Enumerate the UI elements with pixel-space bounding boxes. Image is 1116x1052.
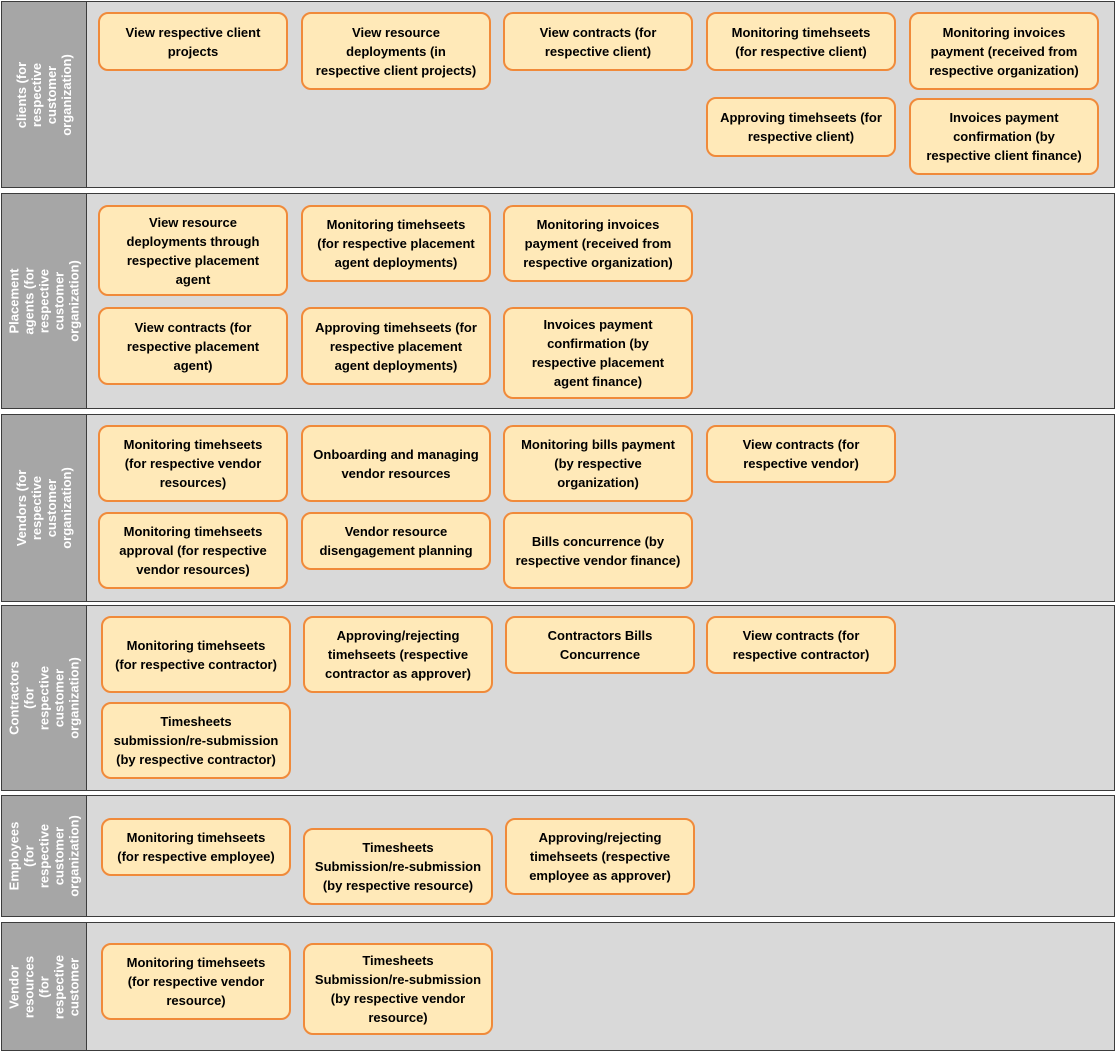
process-box: Monitoring timehseets (for respective ve…	[98, 425, 288, 502]
process-box: View resource deployments through respec…	[98, 205, 288, 296]
process-box: Monitoring timehseets (for respective ve…	[101, 943, 291, 1020]
process-box: Approving timehseets (for respective pla…	[301, 307, 491, 385]
swimlane-placement-agents: Placement agents (for respective custome…	[1, 193, 1115, 409]
process-box: View contracts (for respective vendor)	[706, 425, 896, 483]
process-box: Onboarding and managing vendor resources	[301, 425, 491, 502]
process-box: Timesheets Submission/re-submission (by …	[303, 828, 493, 905]
swimlane-employees: Employees (for respective customer organ…	[1, 795, 1115, 917]
process-box: Contractors Bills Concurrence	[505, 616, 695, 674]
lane-header: Employees (for respective customer organ…	[2, 796, 87, 916]
lane-title: Vendor resources (for respective custome…	[6, 954, 82, 1019]
process-box: Monitoring timehseets (for respective co…	[101, 616, 291, 693]
process-box: Approving/rejecting timehseets (respecti…	[303, 616, 493, 693]
process-box: Approving timehseets (for respective cli…	[706, 97, 896, 157]
process-box: Timesheets Submission/re-submission (by …	[303, 943, 493, 1035]
lane-header: Vendor resources (for respective custome…	[2, 923, 87, 1050]
lane-title: Contractors (for respective customer org…	[6, 657, 82, 739]
process-box: Monitoring timehseets approval (for resp…	[98, 512, 288, 589]
process-box: View contracts (for respective placement…	[98, 307, 288, 385]
swimlane-clients: clients (for respective customer organiz…	[1, 1, 1115, 188]
process-box: Monitoring bills payment (by respective …	[503, 425, 693, 502]
lane-title: Employees (for respective customer organ…	[6, 815, 82, 897]
lane-header: Vendors (for respective customer organiz…	[2, 415, 87, 601]
process-box: Vendor resource disengagement planning	[301, 512, 491, 570]
process-box: Timesheets submission/re-submission (by …	[101, 702, 291, 779]
process-box: Bills concurrence (by respective vendor …	[503, 512, 693, 589]
process-box: View resource deployments (in respective…	[301, 12, 491, 90]
process-box: Approving/rejecting timehseets (respecti…	[505, 818, 695, 895]
process-box: Monitoring timehseets (for respective cl…	[706, 12, 896, 71]
process-box: Invoices payment confirmation (by respec…	[909, 98, 1099, 175]
process-box: Monitoring invoices payment (received fr…	[909, 12, 1099, 90]
process-box: View contracts (for respective client)	[503, 12, 693, 71]
process-box: Monitoring invoices payment (received fr…	[503, 205, 693, 282]
swimlane-vendor-resources: Vendor resources (for respective custome…	[1, 922, 1115, 1051]
process-box: Monitoring timehseets (for respective pl…	[301, 205, 491, 282]
swimlane-vendors: Vendors (for respective customer organiz…	[1, 414, 1115, 602]
process-box: Monitoring timehseets (for respective em…	[101, 818, 291, 876]
process-box: Invoices payment confirmation (by respec…	[503, 307, 693, 399]
lane-title: Placement agents (for respective custome…	[6, 260, 82, 342]
lane-header: clients (for respective customer organiz…	[2, 2, 87, 187]
lane-title: clients (for respective customer organiz…	[14, 53, 74, 136]
process-box: View contracts (for respective contracto…	[706, 616, 896, 674]
lane-header: Placement agents (for respective custome…	[2, 194, 87, 408]
lane-title: Vendors (for respective customer organiz…	[14, 467, 74, 549]
process-box: View respective client projects	[98, 12, 288, 71]
swimlane-contractors: Contractors (for respective customer org…	[1, 605, 1115, 791]
lane-header: Contractors (for respective customer org…	[2, 606, 87, 790]
